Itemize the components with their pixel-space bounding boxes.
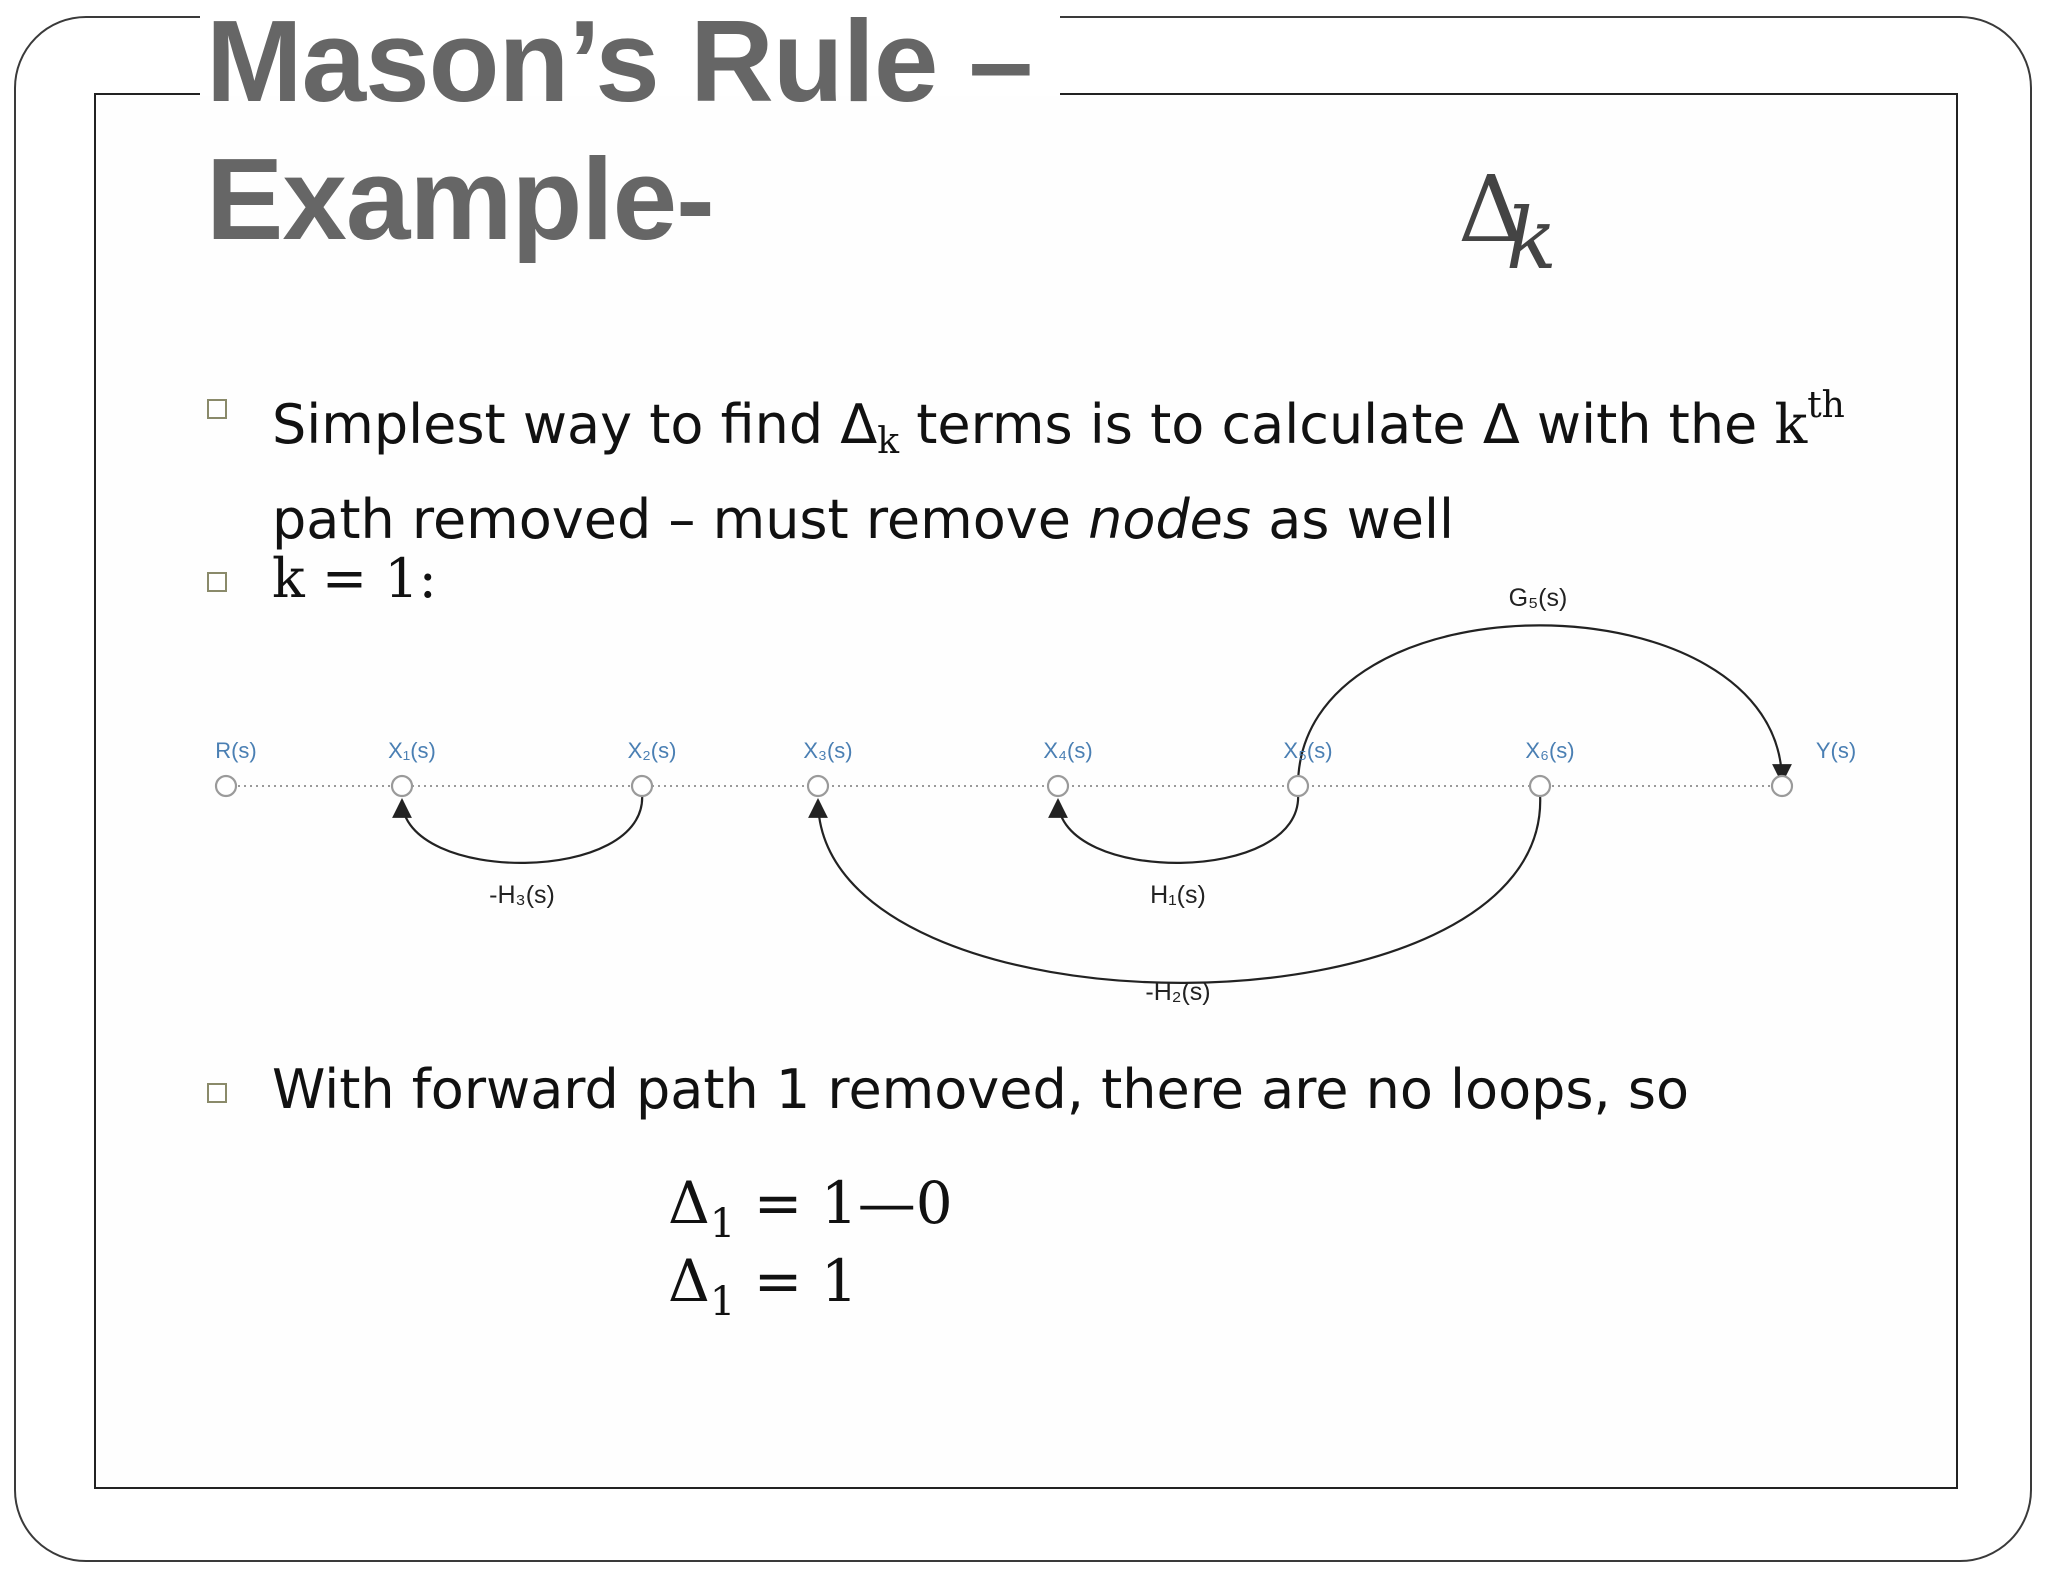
node-label-x3: X₃(s) bbox=[803, 738, 852, 763]
bullet-simplest-way: Simplest way to find Δk terms is to calc… bbox=[272, 385, 1845, 551]
square-bullet-icon bbox=[207, 1083, 227, 1103]
node-r bbox=[214, 774, 238, 798]
node-x5 bbox=[1286, 774, 1310, 798]
corner-delta-subscript: k bbox=[1506, 190, 1557, 288]
branch-label-x2-x1: -H₃(s) bbox=[489, 881, 555, 909]
corner-delta: Δ bbox=[1458, 156, 1525, 263]
node-x4 bbox=[1046, 774, 1070, 798]
branch-h2 bbox=[808, 792, 1542, 984]
corner-delta-k-symbol: Δ k bbox=[1458, 156, 1557, 288]
branch-label-x5-x4: H₁(s) bbox=[1150, 881, 1206, 909]
branch-g5 bbox=[1296, 624, 1792, 787]
title-line-1: Mason’s Rule – bbox=[206, 0, 1033, 126]
node-y bbox=[1770, 774, 1794, 798]
branch-h3 bbox=[392, 792, 644, 864]
node-label-x2: X₂(s) bbox=[628, 738, 677, 763]
branch-label-x5-y: G₅(s) bbox=[1509, 584, 1568, 612]
equation-line-1: Δ1 = 1—0 bbox=[668, 1169, 953, 1247]
node-x6 bbox=[1528, 774, 1552, 798]
node-label-x6: X₆(s) bbox=[1525, 738, 1574, 763]
square-bullet-icon bbox=[207, 399, 227, 419]
bullet-k-equals: k = 1: bbox=[272, 547, 437, 610]
equation-line-2: Δ1 = 1 bbox=[668, 1247, 858, 1325]
node-x2 bbox=[630, 774, 654, 798]
branch-label-x6-x3: -H₂(s) bbox=[1145, 978, 1210, 1006]
node-label-x5: X₅(s) bbox=[1283, 738, 1332, 763]
node-label-x4: X₄(s) bbox=[1043, 738, 1092, 763]
node-label-y: Y(s) bbox=[1816, 738, 1856, 763]
node-x1 bbox=[390, 774, 414, 798]
slide-title: Mason’s Rule – Example- bbox=[206, 0, 1033, 268]
node-x3 bbox=[806, 774, 830, 798]
title-background bbox=[200, 0, 1060, 96]
branch-h1 bbox=[1048, 792, 1300, 864]
bullet-no-loops: With forward path 1 removed, there are n… bbox=[272, 1058, 1690, 1121]
node-label-r: R(s) bbox=[215, 738, 257, 763]
node-label-x1: X₁(s) bbox=[388, 738, 436, 763]
square-bullet-icon bbox=[207, 572, 227, 592]
title-line-2: Example- bbox=[206, 134, 715, 264]
